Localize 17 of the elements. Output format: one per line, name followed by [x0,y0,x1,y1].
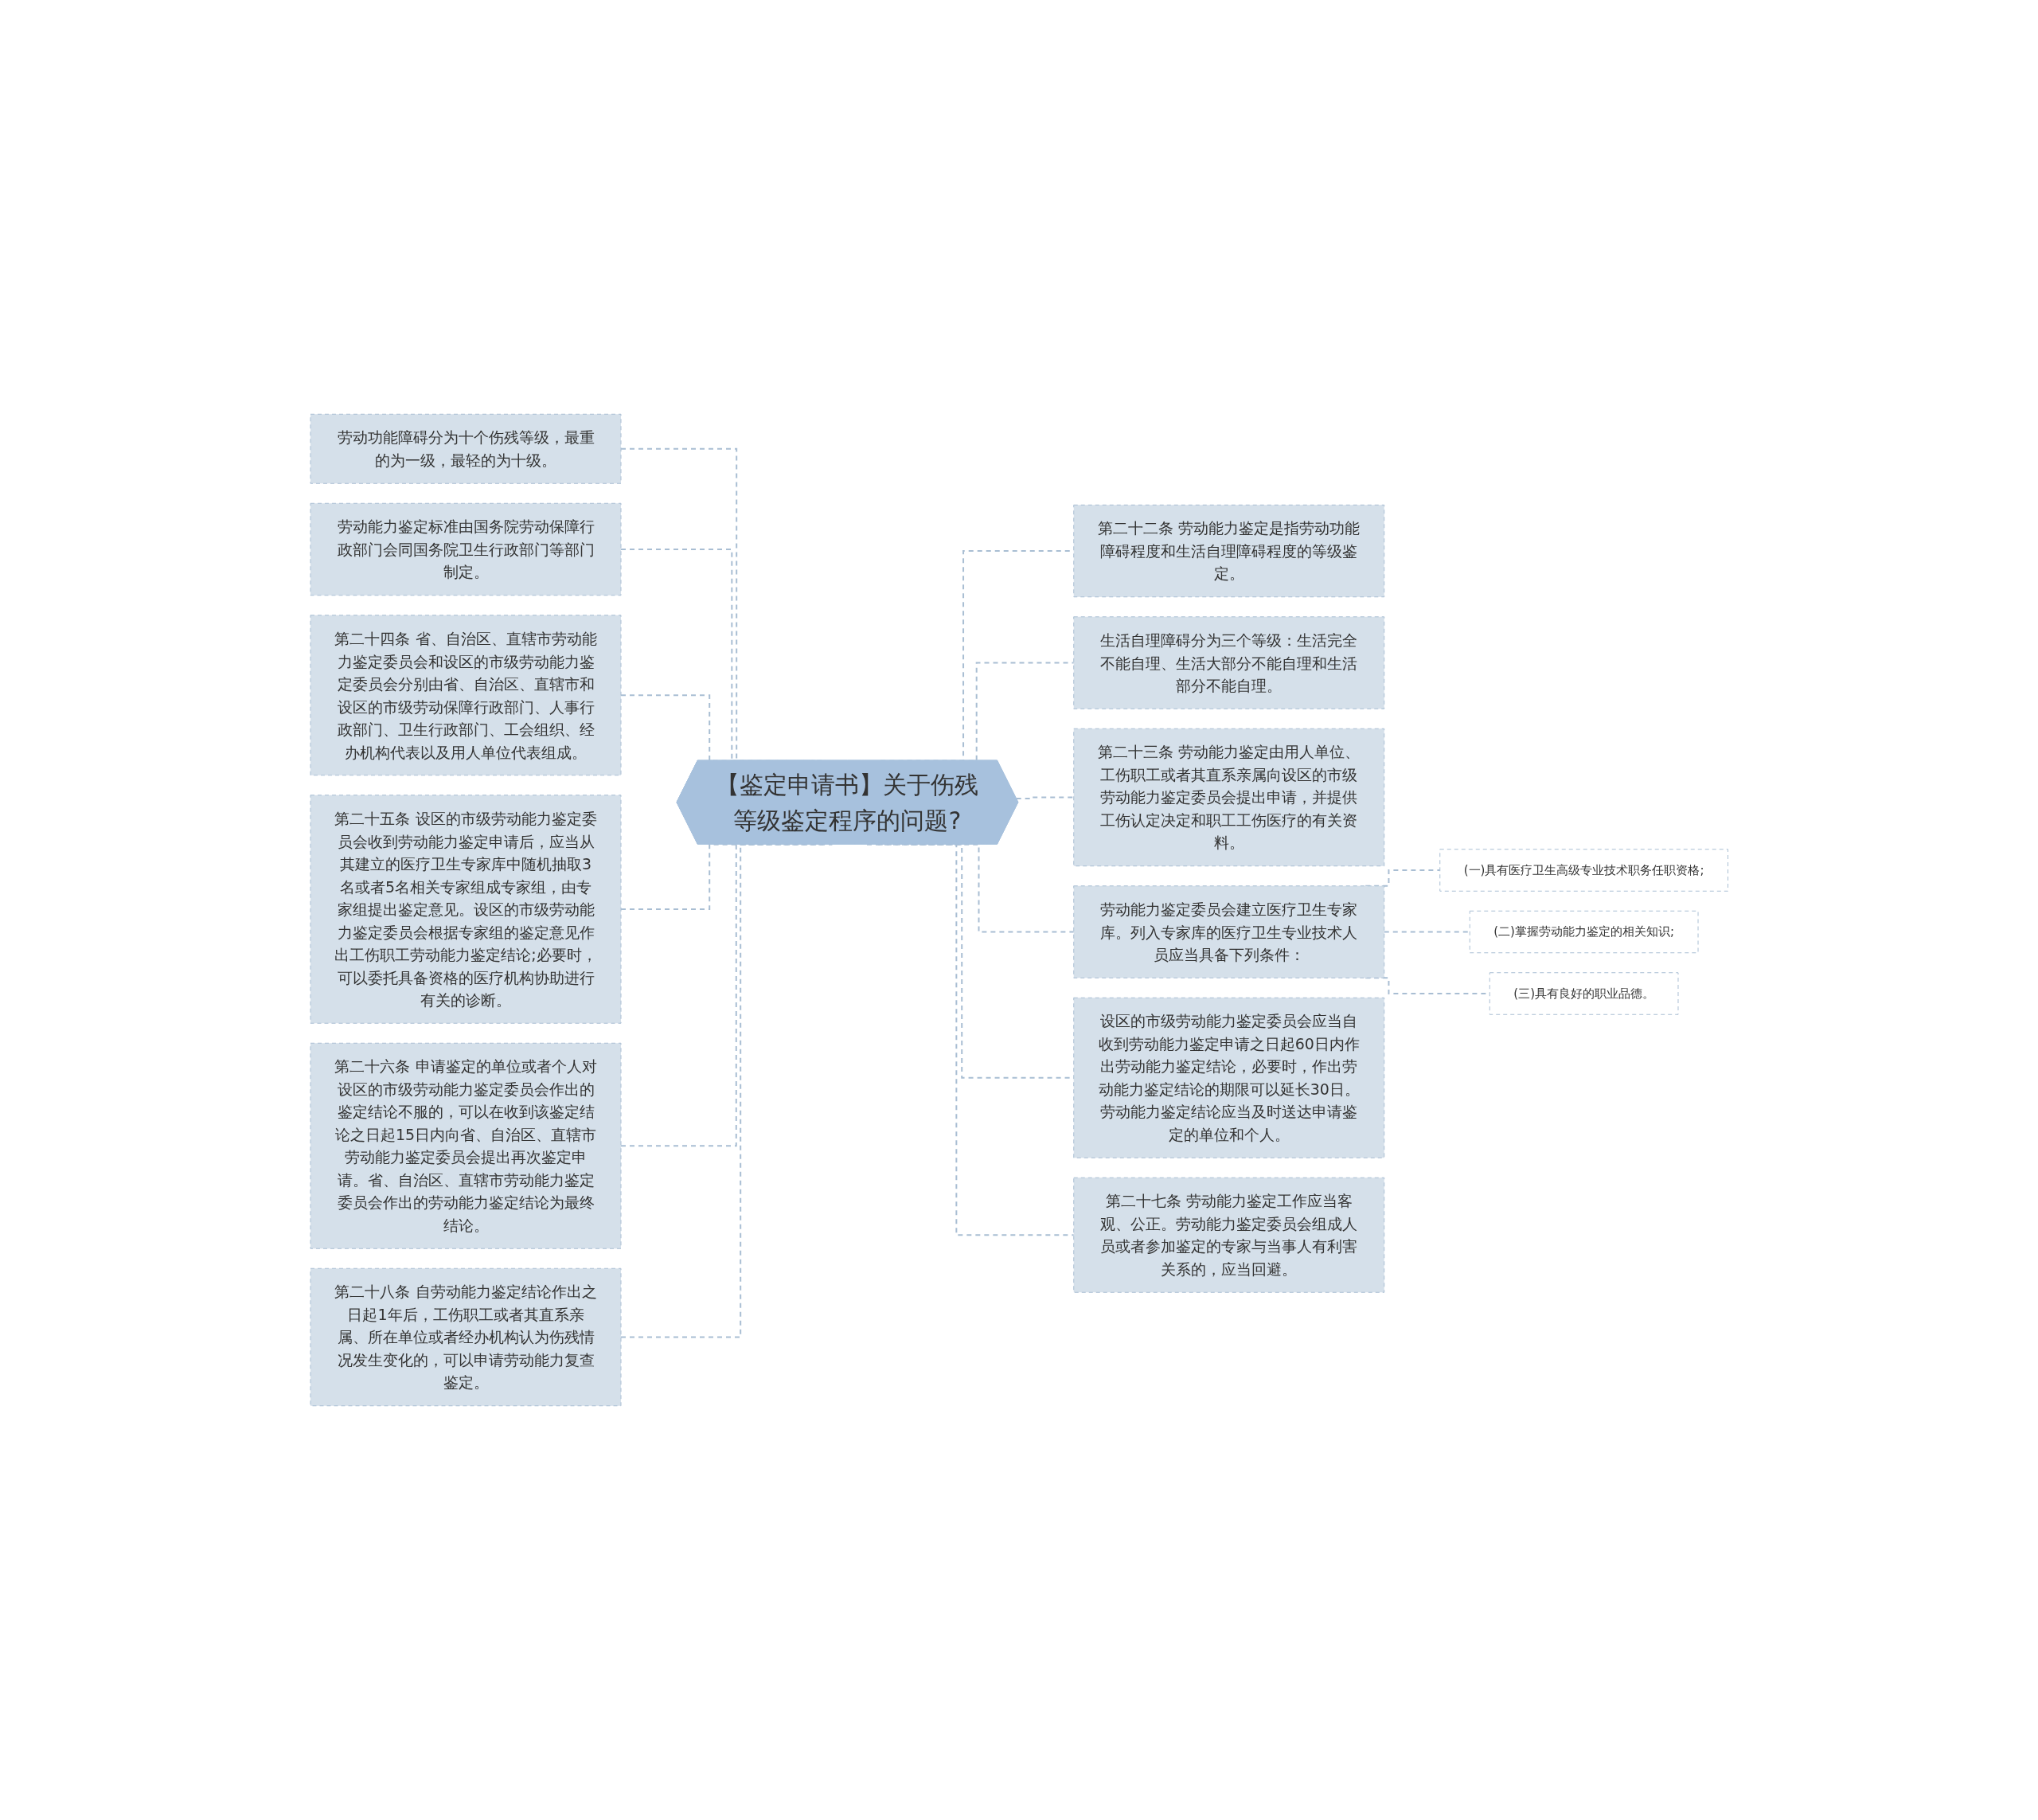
node-box: (三)具有良好的职业品德。 [1489,972,1679,1015]
node-box: 生活自理障碍分为三个等级：生活完全不能自理、生活大部分不能自理和生活部分不能自理。 [1073,616,1384,709]
node-box: 第二十七条 劳动能力鉴定工作应当客观、公正。劳动能力鉴定委员会组成人员或者参加鉴定的专家与当事人有利害关系的，应当回避。 [1073,1177,1384,1293]
node-box: (一)具有医疗卫生高级专业技术职务任职资格; [1439,849,1728,892]
connector [1015,796,1075,799]
node-box: 第二十五条 设区的市级劳动能力鉴定委员会收到劳动能力鉴定申请后，应当从其建立的医疗卫生专家库中随机抽取3名或者5名相关专家组成专家组，由专家组提出鉴定意见。设区的市级劳动能力鉴定委员会根据专家组的鉴定意见作出工伤职工劳动能力鉴定结论;必要时，可以委托具备资格的医疗机构协助进行有关的诊断。 [310,795,622,1024]
node-box: 劳动能力鉴定委员会建立医疗卫生专家库。列入专家库的医疗卫生专业技术人员应当具备下列条件： [1073,885,1384,978]
node-box: 设区的市级劳动能力鉴定委员会应当自收到劳动能力鉴定申请之日起60日内作出劳动能力鉴定结论，必要时，作出劳动能力鉴定结论的期限可以延长30日。劳动能力鉴定结论应当及时送达申请鉴定的单位和个人。 [1073,997,1384,1158]
node-box: 第二十三条 劳动能力鉴定由用人单位、工伤职工或者其直系亲属向设区的市级劳动能力鉴定委员会提出申请，并提供工伤认定决定和职工工伤医疗的有关资料。 [1073,728,1384,867]
node-box: 第二十六条 申请鉴定的单位或者个人对设区的市级劳动能力鉴定委员会作出的鉴定结论不服的，可以在收到该鉴定结论之日起15日内向省、自治区、直辖市劳动能力鉴定委员会提出再次鉴定申请。省、自治区、直辖市劳动能力鉴定委员会作出的劳动能力鉴定结论为最终结论。 [310,1042,622,1249]
node-box: 劳动功能障碍分为十个伤残等级，最重的为一级，最轻的为十级。 [310,413,622,484]
connector [1383,931,1470,933]
node-box: 劳动能力鉴定标准由国务院劳动保障行政部门会同国务院卫生行政部门等部门制定。 [310,502,622,596]
node-box: (二)掌握劳动能力鉴定的相关知识; [1469,910,1699,954]
node-box: 第二十八条 自劳动能力鉴定结论作出之日起1年后，工伤职工或者其直系亲属、所在单位或者经办机构认为伤残情况发生变化的，可以申请劳动能力复查鉴定。 [310,1267,622,1407]
node-box: 第二十二条 劳动能力鉴定是指劳动功能障碍程度和生活自理障碍程度的等级鉴定。 [1073,504,1384,598]
node-box: 第二十四条 省、自治区、直辖市劳动能力鉴定委员会和设区的市级劳动能力鉴定委员会分别由省、自治区、直辖市和设区的市级劳动保障行政部门、人事行政部门、卫生行政部门、工会组织、经办机构代表以及用人单位代表组成。 [310,615,622,776]
